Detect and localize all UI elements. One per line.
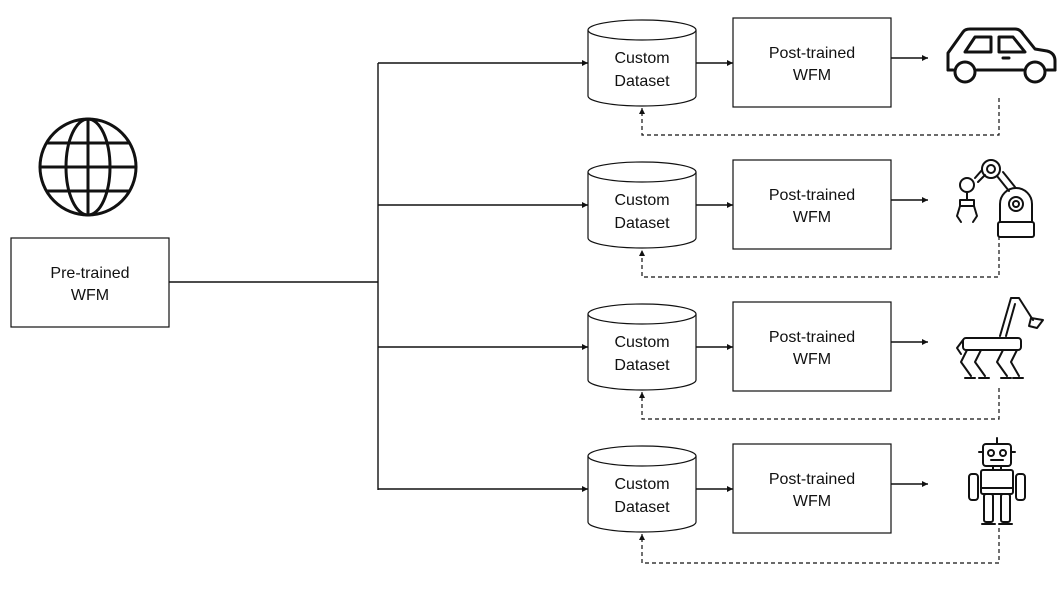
pipeline-row: Custom Dataset Post-trained WFM [378,437,1026,564]
pipeline-row: Custom Dataset Post-trained WFM [378,17,1057,136]
humanoid-robot-icon [968,437,1026,525]
custom-dataset-cylinder: Custom Dataset [587,19,697,107]
pretrained-label-line1: Pre-trained [50,265,129,282]
model-label-line2: WFM [793,209,831,226]
posttrained-wfm-box: Post-trained WFM [732,159,892,250]
model-label-line2: WFM [793,493,831,510]
pipeline-row: Custom Dataset Post-trained WFM [378,297,1044,420]
robot-arm-icon [956,159,1035,238]
car-icon [946,27,1057,84]
posttrained-wfm-box: Post-trained WFM [732,443,892,534]
model-label-line1: Post-trained [769,329,855,346]
custom-dataset-cylinder: Custom Dataset [587,161,697,249]
pipeline-row: Custom Dataset Post-trained WFM [378,159,1035,278]
feedback-loop [639,98,1000,136]
dataset-label-line2: Dataset [614,215,670,232]
pretrained-label-line2: WFM [71,287,109,304]
model-label-line1: Post-trained [769,45,855,62]
pretrained-wfm-box: Pre-trained WFM [10,237,170,328]
quadruped-robot-arm-icon [956,297,1044,379]
feedback-loop [639,388,1000,420]
branch-connector [169,63,379,490]
dataset-label-line1: Custom [614,476,669,493]
dataset-label-line1: Custom [614,50,669,67]
posttrained-wfm-box: Post-trained WFM [732,301,892,392]
model-label-line1: Post-trained [769,471,855,488]
custom-dataset-cylinder: Custom Dataset [587,445,697,533]
dataset-label-line2: Dataset [614,499,670,516]
dataset-label-line1: Custom [614,192,669,209]
dataset-label-line1: Custom [614,334,669,351]
dataset-label-line2: Dataset [614,357,670,374]
custom-dataset-cylinder: Custom Dataset [587,303,697,391]
pipeline-rows: Custom Dataset Post-trained WFM [378,17,1057,564]
globe-icon [38,117,138,217]
feedback-loop [639,528,1000,564]
posttrained-wfm-box: Post-trained WFM [732,17,892,108]
dataset-label-line2: Dataset [614,73,670,90]
feedback-loop [639,236,1000,278]
model-label-line1: Post-trained [769,187,855,204]
model-label-line2: WFM [793,67,831,84]
model-label-line2: WFM [793,351,831,368]
